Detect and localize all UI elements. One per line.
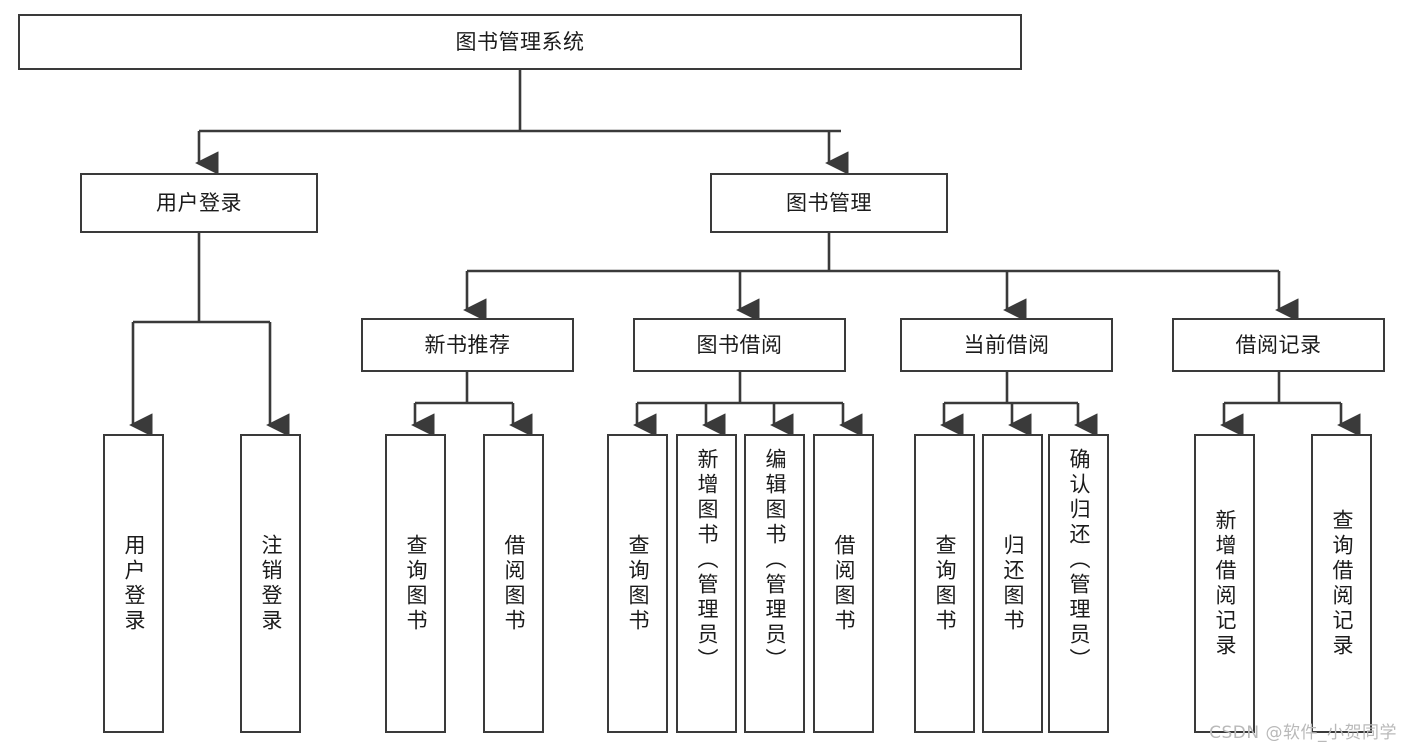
node-leaf-add-book-label: 新增图书（管理员） <box>695 448 719 673</box>
node-leaf-query-book-1[interactable]: 查询图书 <box>385 434 446 733</box>
node-user-login[interactable]: 用户登录 <box>80 173 318 233</box>
node-leaf-logout-login-label: 注销登录 <box>259 533 283 634</box>
node-leaf-query-book-1-label: 查询图书 <box>404 533 428 634</box>
node-leaf-add-record-label: 新增借阅记录 <box>1213 508 1237 659</box>
node-leaf-confirm-return[interactable]: 确认归还（管理员） <box>1048 434 1109 733</box>
node-leaf-borrow-book-2-label: 借阅图书 <box>832 533 856 634</box>
node-leaf-return-book[interactable]: 归还图书 <box>982 434 1043 733</box>
node-leaf-edit-book[interactable]: 编辑图书（管理员） <box>744 434 805 733</box>
node-leaf-add-book[interactable]: 新增图书（管理员） <box>676 434 737 733</box>
node-leaf-logout-login[interactable]: 注销登录 <box>240 434 301 733</box>
node-leaf-query-book-2-label: 查询图书 <box>626 533 650 634</box>
node-book-borrow-label: 图书借阅 <box>696 332 783 357</box>
node-book-manage[interactable]: 图书管理 <box>710 173 948 233</box>
node-borrow-record-label: 借阅记录 <box>1235 332 1322 357</box>
node-leaf-edit-book-label: 编辑图书（管理员） <box>763 448 787 673</box>
node-leaf-user-login-label: 用户登录 <box>122 533 146 634</box>
node-leaf-query-record-label: 查询借阅记录 <box>1330 508 1354 659</box>
node-user-login-label: 用户登录 <box>156 190 242 215</box>
node-leaf-query-book-2[interactable]: 查询图书 <box>607 434 668 733</box>
node-leaf-add-record[interactable]: 新增借阅记录 <box>1194 434 1255 733</box>
node-leaf-borrow-book-1[interactable]: 借阅图书 <box>483 434 544 733</box>
node-current-borrow-label: 当前借阅 <box>963 332 1050 357</box>
node-leaf-query-record[interactable]: 查询借阅记录 <box>1311 434 1372 733</box>
node-current-borrow[interactable]: 当前借阅 <box>900 318 1113 372</box>
node-new-book-rec[interactable]: 新书推荐 <box>361 318 574 372</box>
node-leaf-confirm-return-label: 确认归还（管理员） <box>1067 448 1091 673</box>
node-book-borrow[interactable]: 图书借阅 <box>633 318 846 372</box>
node-leaf-user-login[interactable]: 用户登录 <box>103 434 164 733</box>
node-new-book-rec-label: 新书推荐 <box>424 332 511 357</box>
node-leaf-return-book-label: 归还图书 <box>1001 533 1025 634</box>
node-leaf-query-book-3-label: 查询图书 <box>933 533 957 634</box>
node-leaf-borrow-book-1-label: 借阅图书 <box>502 533 526 634</box>
watermark: CSDN @软件_小贺同学 <box>1209 723 1397 743</box>
node-book-manage-label: 图书管理 <box>786 190 872 215</box>
node-root[interactable]: 图书管理系统 <box>18 14 1022 70</box>
node-borrow-record[interactable]: 借阅记录 <box>1172 318 1385 372</box>
node-leaf-query-book-3[interactable]: 查询图书 <box>914 434 975 733</box>
node-leaf-borrow-book-2[interactable]: 借阅图书 <box>813 434 874 733</box>
node-root-label: 图书管理系统 <box>455 29 585 54</box>
